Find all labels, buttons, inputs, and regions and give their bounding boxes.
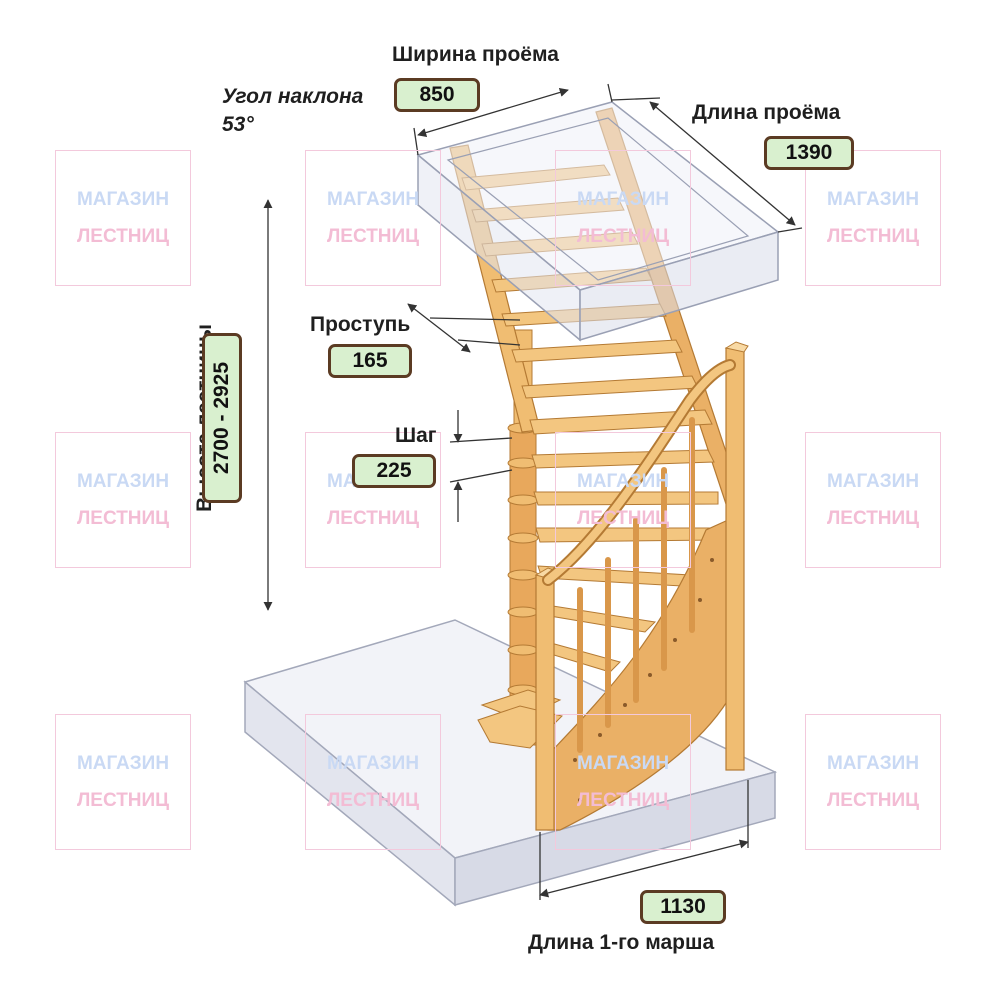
opening-length-value: 1390 [764,136,854,170]
opening-width-value: 850 [394,78,480,112]
tread-dimension [407,303,471,353]
angle-title: Угол наклона [222,85,364,108]
tread-value: 165 [328,344,412,378]
opening-width-title: Ширина проёма [392,43,559,66]
angle-value: 53° [222,113,254,136]
dimension-lines [263,83,803,900]
height-value-wrap: 2700 - 2925 [202,333,242,503]
upper-newel-post [724,341,749,771]
opening-width-dimension [417,87,569,138]
step-value: 225 [352,454,436,488]
balusters [577,417,695,753]
tread-title: Проступь [310,313,411,336]
opening-length-title: Длина проёма [692,101,841,124]
step-title: Шаг [395,424,437,447]
first-flight-title: Длина 1-го марша [528,931,715,954]
opening-length-dimension [649,101,796,226]
first-flight-value: 1130 [640,890,726,924]
ceiling-opening [416,101,780,342]
handrail [542,359,736,586]
height-value: 2700 - 2925 [202,333,242,503]
first-flight-dimension [539,839,749,898]
